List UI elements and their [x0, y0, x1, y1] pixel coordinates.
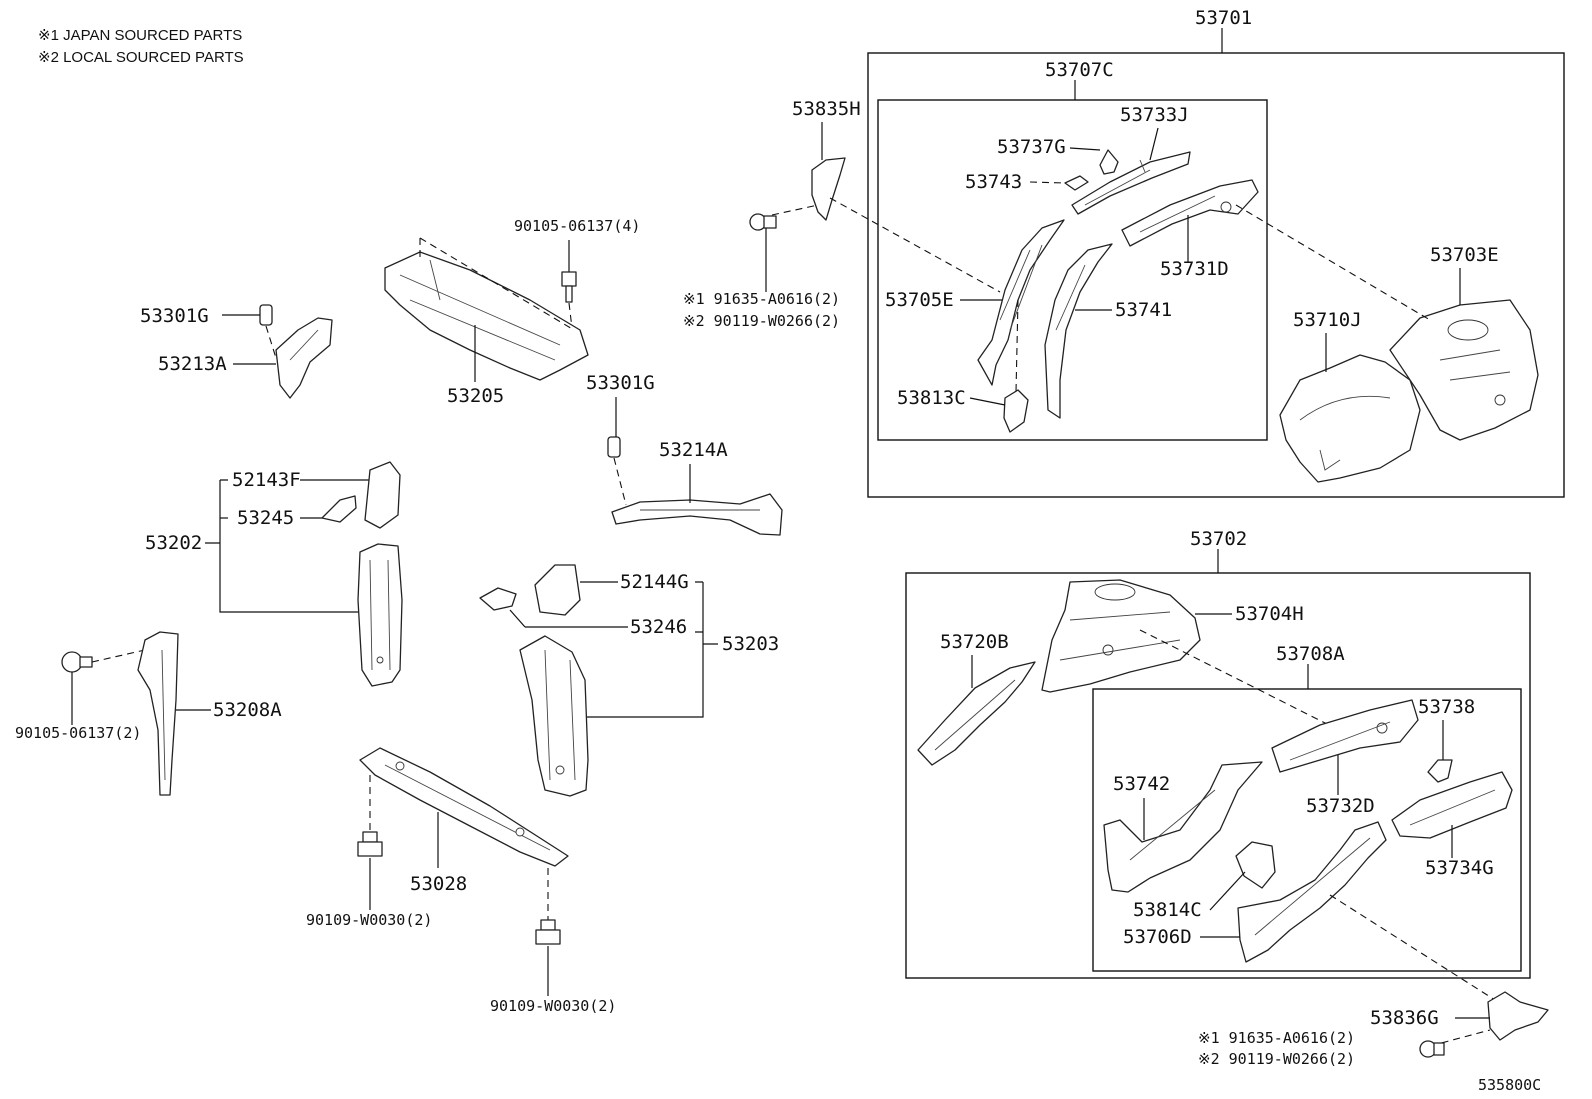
part-53704H: [1041, 579, 1201, 693]
label-52143F: 52143F: [232, 469, 301, 491]
part-53734G: [1391, 771, 1513, 839]
part-53301G-upper: [259, 304, 273, 326]
label-bolt-top-local: ※2 90119-W0266(2): [683, 312, 840, 330]
part-53214A: [611, 493, 783, 536]
label-53708A: 53708A: [1276, 643, 1345, 665]
part-53732D: [1271, 699, 1419, 773]
part-52144G: [534, 564, 581, 616]
bolt-flange-bottom: [1419, 1040, 1445, 1058]
bolt-90109-right: [535, 919, 561, 945]
label-53731D: 53731D: [1160, 258, 1229, 280]
label-53707C: 53707C: [1045, 59, 1114, 81]
part-53720B: [917, 661, 1036, 766]
label-53706D: 53706D: [1123, 926, 1192, 948]
label-bolt-bottom-japan: ※1 91635-A0616(2): [1198, 1029, 1355, 1047]
label-53205: 53205: [447, 385, 504, 407]
part-53203: [519, 635, 589, 797]
label-90109-W0030-right: 90109-W0030(2): [490, 997, 616, 1015]
assembly-box-53707C: [877, 99, 1268, 441]
part-53213A: [275, 317, 333, 399]
label-53701: 53701: [1195, 7, 1252, 29]
part-53028: [359, 747, 569, 867]
part-53246: [479, 587, 517, 611]
label-53710J: 53710J: [1293, 309, 1362, 331]
label-53835H: 53835H: [792, 98, 861, 120]
part-53706D: [1237, 821, 1387, 963]
part-53813C: [1003, 389, 1029, 433]
label-53246: 53246: [630, 616, 687, 638]
part-53737G: [1099, 149, 1119, 175]
legend-japan-sourced: ※1 JAPAN SOURCED PARTS: [38, 27, 242, 44]
part-53245: [321, 495, 357, 523]
part-53743: [1064, 175, 1089, 191]
part-53205: [384, 251, 589, 381]
bolt-90109-left: [357, 831, 383, 857]
part-53731D: [1121, 179, 1259, 247]
label-53202: 53202: [145, 532, 202, 554]
label-53213A: 53213A: [158, 353, 227, 375]
part-53733J: [1071, 151, 1191, 215]
part-53705E: [977, 219, 1065, 386]
label-53813C: 53813C: [897, 387, 966, 409]
legend-local-sourced: ※2 LOCAL SOURCED PARTS: [38, 49, 244, 66]
label-53245: 53245: [237, 507, 294, 529]
label-53301G-upper: 53301G: [140, 305, 209, 327]
label-53814C: 53814C: [1133, 899, 1202, 921]
label-53208A: 53208A: [213, 699, 282, 721]
label-53704H: 53704H: [1235, 603, 1304, 625]
bolt-flange-top: [749, 213, 777, 231]
part-53835H: [811, 157, 846, 221]
part-52143F: [364, 461, 401, 529]
label-53738: 53738: [1418, 696, 1475, 718]
label-53734G: 53734G: [1425, 857, 1494, 879]
label-53737G: 53737G: [997, 136, 1066, 158]
label-90105-06137-2: 90105-06137(2): [15, 724, 141, 742]
label-53742: 53742: [1113, 773, 1170, 795]
part-53738: [1427, 759, 1453, 783]
part-53741: [1044, 243, 1113, 419]
part-53703E: [1389, 299, 1539, 441]
part-53710J: [1279, 354, 1421, 483]
label-53028: 53028: [410, 873, 467, 895]
part-53742: [1103, 761, 1263, 893]
label-52144G: 52144G: [620, 571, 689, 593]
label-90109-W0030-left: 90109-W0030(2): [306, 911, 432, 929]
label-53836G: 53836G: [1370, 1007, 1439, 1029]
bolt-90105-upper: [561, 271, 577, 303]
label-53703E: 53703E: [1430, 244, 1499, 266]
label-53743: 53743: [965, 171, 1022, 193]
label-53732D: 53732D: [1306, 795, 1375, 817]
diagram-id: 535800C: [1478, 1076, 1541, 1094]
label-53203: 53203: [722, 633, 779, 655]
label-53741: 53741: [1115, 299, 1172, 321]
label-bolt-bottom-local: ※2 90119-W0266(2): [1198, 1050, 1355, 1068]
label-90105-06137-4: 90105-06137(4): [514, 217, 640, 235]
part-53836G: [1487, 991, 1549, 1041]
label-bolt-top-japan: ※1 91635-A0616(2): [683, 290, 840, 308]
label-53733J: 53733J: [1120, 104, 1189, 126]
label-53301G-lower: 53301G: [586, 372, 655, 394]
assembly-box-53701: [867, 52, 1565, 498]
part-53301G-lower: [607, 436, 621, 458]
label-53214A: 53214A: [659, 439, 728, 461]
label-53702: 53702: [1190, 528, 1247, 550]
bolt-90105-left: [61, 651, 93, 673]
part-53814C: [1235, 841, 1276, 889]
label-53705E: 53705E: [885, 289, 954, 311]
label-53720B: 53720B: [940, 631, 1009, 653]
part-53202: [357, 543, 403, 687]
assembly-box-53708A: [1092, 688, 1522, 972]
part-53208A: [137, 631, 179, 796]
